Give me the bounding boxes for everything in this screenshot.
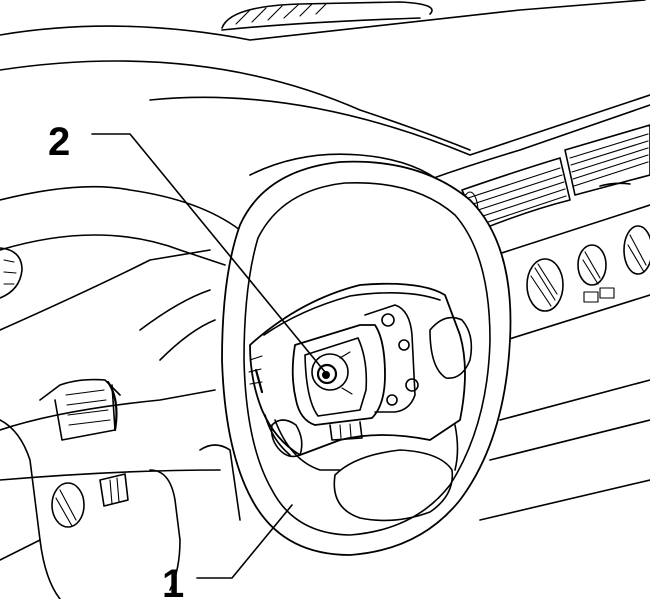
callout-leader-lines [91, 133, 326, 579]
callout-label-1: 1 [162, 562, 184, 599]
callout-label-2: 2 [48, 120, 70, 164]
steering-wheel [221, 160, 512, 556]
leader-line-1 [196, 504, 293, 579]
leader-line-2 [91, 133, 326, 373]
